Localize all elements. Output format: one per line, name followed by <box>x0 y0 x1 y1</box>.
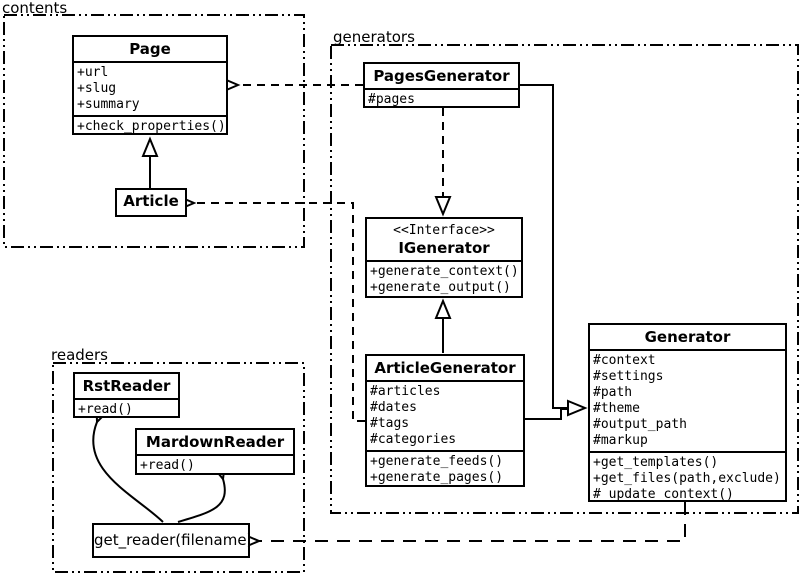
method: +check_properties() <box>77 119 226 134</box>
articlegenerator-methods: +generate_feeds() +generate_pages() <box>367 450 523 485</box>
attribute: #dates <box>370 400 417 415</box>
method: +get_templates() <box>593 455 719 470</box>
class-title-mardownreader: MardownReader <box>145 433 285 451</box>
attribute: +url <box>77 65 109 80</box>
class-box-rstreader: RstReader +read() <box>73 372 180 418</box>
package-border-generators <box>330 44 799 514</box>
generator-attributes: #context #settings #path #theme #output_… <box>590 349 785 451</box>
pagesgenerator-attributes: #pages <box>365 88 518 107</box>
attribute: #settings <box>593 369 664 384</box>
method: +generate_output() <box>370 280 511 295</box>
attribute: +slug <box>77 81 117 96</box>
page-methods: +check_properties() <box>74 115 226 134</box>
class-box-mardownreader: MardownReader +read() <box>135 428 295 475</box>
package-border-readers <box>52 362 305 573</box>
class-box-generator: Generator #context #settings #path #them… <box>588 323 787 502</box>
attribute: #theme <box>593 401 640 416</box>
class-title-articlegenerator: ArticleGenerator <box>374 359 516 377</box>
class-box-page: Page +url +slug +summary +check_properti… <box>72 35 228 135</box>
attribute: #categories <box>370 432 457 447</box>
rstreader-methods: +read() <box>75 398 178 417</box>
class-box-article: Article <box>115 188 187 217</box>
attribute: #markup <box>593 433 648 448</box>
method: +generate_pages() <box>370 470 504 485</box>
package-label-generators: generators <box>333 28 415 46</box>
class-box-igenerator: <<Interface>> IGenerator +generate_conte… <box>365 217 523 298</box>
igenerator-title-block: <<Interface>> IGenerator <box>367 219 521 260</box>
class-title-rstreader: RstReader <box>82 377 171 395</box>
method: +read() <box>140 458 195 473</box>
edge-getreader-calls-rstreader <box>92 406 164 523</box>
package-border-contents <box>3 14 305 248</box>
class-box-pagesgenerator: PagesGenerator #pages <box>363 62 520 108</box>
class-title-article: Article <box>123 192 179 210</box>
attribute: #articles <box>370 384 441 399</box>
generator-methods: +get_templates() +get_files(path,exclude… <box>590 451 785 502</box>
class-title-page: Page <box>129 40 171 58</box>
package-label-contents: contents <box>2 0 68 17</box>
function-box-getreader: get_reader(filename) <box>92 523 250 558</box>
attribute: #output_path <box>593 417 687 432</box>
edge-generator-depends-getreader <box>244 502 686 548</box>
edge-articlegenerator-depends-article <box>179 196 365 422</box>
method: +read() <box>78 402 133 417</box>
edge-pagesgenerator-inherits-generator <box>520 84 588 417</box>
class-title-generator: Generator <box>644 328 731 346</box>
attribute: +summary <box>77 97 140 112</box>
edge-articlegenerator-inherits-generator <box>525 408 567 420</box>
method: #_update_context() <box>593 487 734 502</box>
page-attributes: +url +slug +summary <box>74 61 226 115</box>
function-label-getreader: get_reader(filename) <box>94 531 250 549</box>
method: +get_files(path,exclude) <box>593 471 781 486</box>
interface-stereotype: <<Interface>> <box>393 223 495 238</box>
class-title-pagesgenerator: PagesGenerator <box>373 67 510 85</box>
class-title-igenerator: IGenerator <box>398 239 490 257</box>
mardownreader-methods: +read() <box>137 454 293 473</box>
method: +generate_feeds() <box>370 454 504 469</box>
igenerator-methods: +generate_context() +generate_output() <box>367 260 521 296</box>
attribute: #tags <box>370 416 410 431</box>
attribute: #pages <box>368 92 415 107</box>
edge-getreader-calls-mardownreader <box>177 463 226 523</box>
package-label-readers: readers <box>51 346 108 364</box>
class-box-articlegenerator: ArticleGenerator #articles #dates #tags … <box>365 354 525 487</box>
method: +generate_context() <box>370 264 519 279</box>
attribute: #path <box>593 385 633 400</box>
articlegenerator-attributes: #articles #dates #tags #categories <box>367 380 523 450</box>
attribute: #context <box>593 353 656 368</box>
